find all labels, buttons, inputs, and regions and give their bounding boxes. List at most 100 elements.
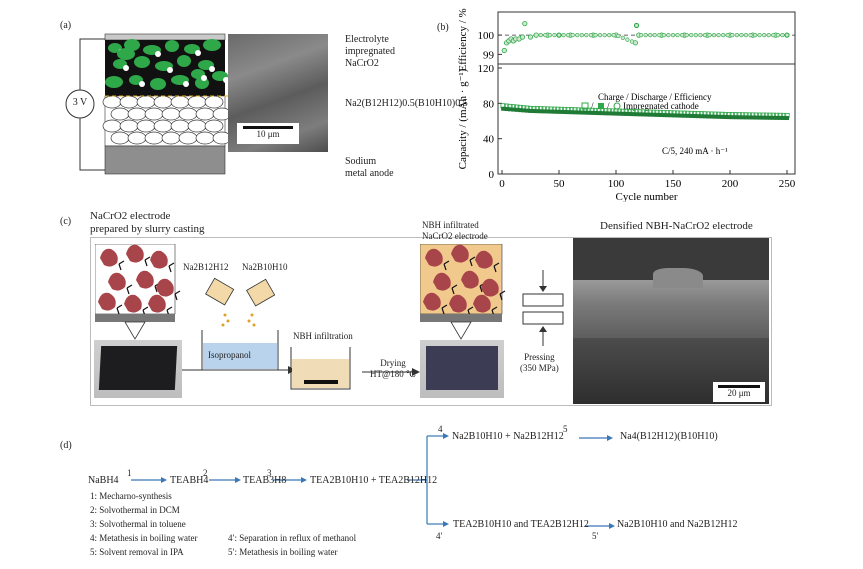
efficiency-point bbox=[579, 33, 584, 38]
binder-strand bbox=[168, 262, 175, 273]
densified-scalebar: 20 μm bbox=[713, 382, 765, 402]
panel-b-label: (b) bbox=[437, 22, 449, 33]
efficiency-point bbox=[629, 39, 635, 44]
discharge-point bbox=[634, 112, 639, 117]
efficiency-point bbox=[652, 33, 657, 38]
efficiency-point bbox=[739, 33, 744, 38]
discharge-point bbox=[672, 113, 677, 118]
discharge-point bbox=[678, 113, 683, 118]
electrolyte-grain bbox=[153, 95, 173, 109]
layer-label-electrolyte: Na2(B12H12)0.5(B10H10)0.5 bbox=[345, 98, 468, 109]
active-particle bbox=[461, 270, 479, 289]
efficiency-point bbox=[752, 33, 758, 38]
panel-a-schematic bbox=[65, 33, 320, 175]
legend-step-5-prime: 5′: Metathesis in boiling water bbox=[228, 547, 338, 557]
active-particle bbox=[449, 294, 467, 313]
title-slurry: NaCrO2 electrode prepared by slurry cast… bbox=[90, 210, 205, 235]
discharge-point bbox=[661, 113, 666, 118]
voltage-source bbox=[65, 89, 95, 119]
electrolyte-particle bbox=[223, 77, 229, 83]
slurry-electrode-schematic bbox=[95, 244, 181, 340]
tick-label-x: 200 bbox=[722, 178, 739, 190]
efficiency-point bbox=[680, 33, 685, 38]
electrolyte-particle bbox=[139, 81, 145, 87]
cathode-particle bbox=[150, 78, 166, 90]
discharge-point bbox=[668, 113, 673, 118]
electrolyte-grain bbox=[119, 95, 139, 109]
title-densified: Densified NBH-NaCrO2 electrode bbox=[600, 220, 753, 232]
binder-strand bbox=[451, 284, 458, 295]
electrolyte-grain bbox=[170, 95, 190, 109]
discharge-point bbox=[743, 115, 748, 120]
discharge-point bbox=[644, 112, 649, 117]
binder-strand bbox=[174, 290, 181, 301]
efficiency-point bbox=[689, 33, 694, 38]
electrolyte-grain bbox=[195, 131, 215, 145]
discharge-point bbox=[785, 116, 789, 121]
efficiency-point bbox=[561, 33, 566, 38]
tick-label-capacity: 120 bbox=[478, 63, 495, 75]
discharge-point bbox=[726, 115, 731, 120]
infiltration-label: NBH infiltration bbox=[293, 331, 353, 341]
tick-label-x: 250 bbox=[779, 178, 796, 190]
scalebar-box: 10 μm bbox=[237, 123, 299, 144]
infiltration-bath bbox=[290, 347, 351, 390]
discharge-point bbox=[521, 108, 526, 113]
species-tea-mixture: TEA2B10H10 + TEA2B12H12 bbox=[310, 475, 438, 486]
electrolyte-grain bbox=[110, 107, 130, 121]
discharge-point bbox=[747, 115, 752, 120]
panel-d-label: (d) bbox=[60, 440, 72, 451]
discharge-point bbox=[617, 111, 622, 116]
discharge-point bbox=[771, 115, 776, 120]
tick-label-capacity: 0 bbox=[489, 169, 495, 181]
efficiency-point bbox=[693, 33, 698, 38]
step-5: 5 bbox=[563, 424, 568, 434]
discharge-point bbox=[572, 110, 577, 115]
scalebar-label: 10 μm bbox=[256, 129, 280, 139]
efficiency-point bbox=[648, 33, 653, 38]
efficiency-point bbox=[643, 33, 648, 38]
y-axis-label-capacity: Capacity / (mAh · g⁻¹) bbox=[457, 68, 469, 169]
efficiency-point bbox=[730, 33, 735, 38]
binder-strand bbox=[118, 260, 125, 271]
step-2: 2 bbox=[203, 468, 208, 478]
tick-label-x: 150 bbox=[665, 178, 682, 190]
discharge-point bbox=[555, 109, 560, 114]
active-particle bbox=[124, 294, 142, 313]
discharge-point bbox=[737, 115, 742, 120]
active-particle bbox=[156, 278, 174, 297]
legend-step-1: 1: Mecharno-synthesis bbox=[90, 491, 172, 501]
efficiency-point bbox=[593, 33, 598, 38]
discharge-point bbox=[655, 112, 660, 117]
discharge-point bbox=[713, 114, 718, 119]
efficiency-point bbox=[527, 34, 534, 40]
electrolyte-grain bbox=[187, 95, 207, 109]
discharge-point bbox=[709, 114, 714, 119]
efficiency-point bbox=[780, 33, 785, 38]
binder-strand bbox=[493, 262, 500, 273]
discharge-point bbox=[596, 111, 601, 116]
active-particle bbox=[473, 294, 491, 313]
legend-title: Charge / Discharge / Efficiency bbox=[598, 92, 712, 102]
legend-marker-discharge bbox=[598, 103, 604, 109]
cathode-particle bbox=[203, 39, 221, 51]
legend-sep: / bbox=[607, 101, 610, 111]
electrolyte-particle bbox=[201, 75, 207, 81]
discharge-point bbox=[682, 113, 687, 118]
tick-label-capacity: 80 bbox=[483, 98, 495, 110]
tick-label-x: 100 bbox=[608, 178, 625, 190]
discharge-point bbox=[637, 112, 642, 117]
discharge-point bbox=[593, 110, 598, 115]
active-particle bbox=[136, 270, 154, 289]
arrow-to-infiltration bbox=[182, 366, 296, 374]
efficiency-point bbox=[657, 33, 662, 38]
efficiency-point bbox=[666, 33, 671, 38]
densified-sem-image: 20 μm bbox=[573, 238, 769, 404]
efficiency-point bbox=[684, 33, 689, 38]
active-particle bbox=[475, 250, 493, 269]
binder-strand bbox=[441, 304, 448, 315]
cathode-particle bbox=[134, 56, 150, 68]
discharge-point bbox=[590, 110, 595, 115]
electrolyte-particle bbox=[155, 51, 161, 57]
active-particle bbox=[100, 248, 118, 267]
